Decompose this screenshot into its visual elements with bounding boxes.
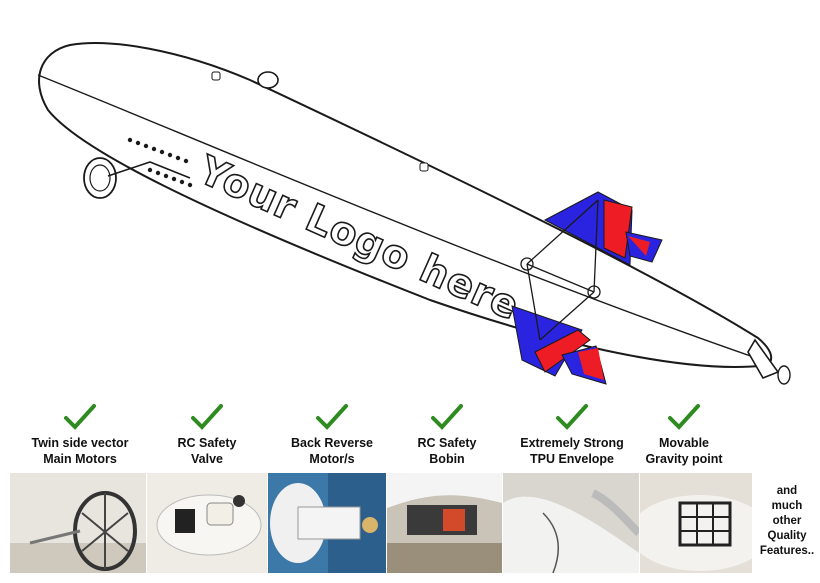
feature-gravity-point: Movable Gravity point	[624, 403, 744, 467]
lower-fin	[511, 305, 607, 385]
feature-label: Back Reverse Motor/s	[290, 436, 373, 466]
feature-valve: RC Safety Valve	[147, 403, 267, 467]
envelope-seam	[37, 74, 769, 363]
side-motor-ring	[83, 157, 117, 199]
feature-reverse-motor: Back Reverse Motor/s	[272, 403, 392, 467]
check-icon	[64, 404, 96, 430]
airship-drawing: Your Logo here	[37, 42, 791, 385]
upper-fin	[543, 191, 663, 266]
motor-arm	[107, 161, 191, 179]
gondola-vents	[127, 137, 193, 188]
feature-label: RC Safety Bobin	[417, 436, 477, 466]
photo-safety-valve	[147, 473, 267, 573]
feature-envelope: Extremely Strong TPU Envelope	[512, 403, 632, 467]
check-icon	[431, 404, 463, 430]
side-motor-inner	[89, 164, 111, 192]
mount-point	[211, 71, 221, 81]
rear-propeller	[777, 365, 791, 385]
check-icon	[668, 404, 700, 430]
fin-rigging	[520, 199, 601, 341]
check-icon	[316, 404, 348, 430]
top-motor-ring	[257, 71, 279, 89]
photo-tpu-envelope	[503, 473, 639, 573]
feature-bobin: RC Safety Bobin	[387, 403, 507, 467]
feature-label: Twin side vector Main Motors	[31, 436, 129, 466]
feature-motors: Twin side vector Main Motors	[20, 403, 140, 467]
feature-label: Extremely Strong TPU Envelope	[520, 436, 624, 466]
feature-label: RC Safety Valve	[177, 436, 237, 466]
check-icon	[191, 404, 223, 430]
more-features-note: and much other Quality Features..	[759, 485, 815, 557]
check-icon	[556, 404, 588, 430]
photo-gravity-point	[640, 473, 752, 573]
mount-point	[419, 162, 429, 172]
airship-envelope	[38, 42, 773, 368]
photo-reverse-motor	[268, 473, 386, 573]
photo-safety-bobin	[387, 473, 502, 573]
photo-main-motors	[10, 473, 146, 573]
feature-label: Movable Gravity point	[645, 436, 723, 466]
tail-cone	[747, 338, 780, 380]
